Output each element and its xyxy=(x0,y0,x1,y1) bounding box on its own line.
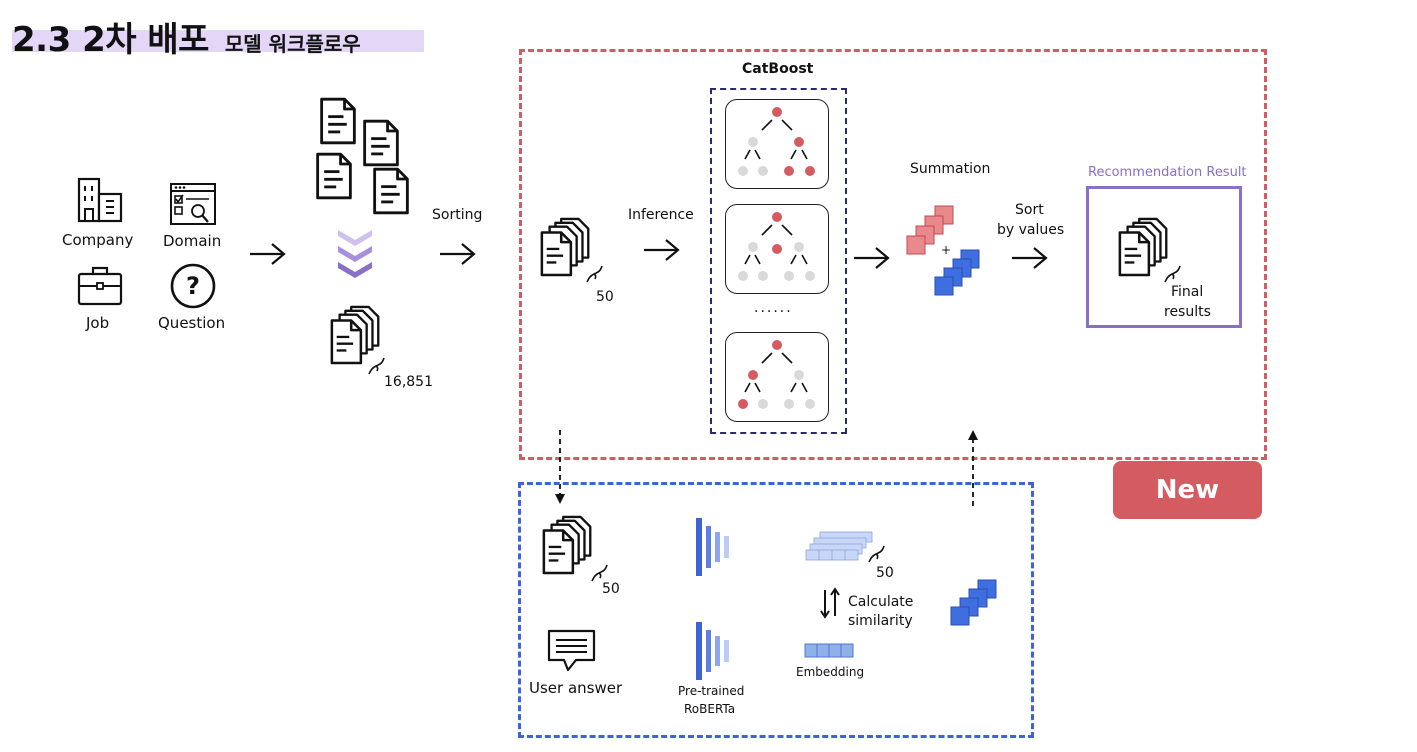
dashed-arrow-up xyxy=(968,430,978,506)
recommendation-result-title: Recommendation Result xyxy=(1088,165,1247,180)
final-results-line2: results xyxy=(1164,304,1211,320)
brace-icon xyxy=(1162,264,1182,284)
recommendation-result-box xyxy=(1086,186,1242,328)
new-model-region xyxy=(519,49,1267,460)
similarity-region xyxy=(518,482,1034,738)
document-icon xyxy=(314,152,354,200)
catboost-title: CatBoost xyxy=(742,61,814,77)
job-label: Job xyxy=(86,314,110,332)
svg-text:?: ? xyxy=(186,272,200,300)
user-answer-label: User answer xyxy=(529,679,623,697)
final-results-line1: Final xyxy=(1171,284,1204,300)
document-icon xyxy=(361,119,401,167)
more-trees-ellipsis: ...... xyxy=(754,300,793,316)
embedding-vector-icon xyxy=(804,643,854,658)
encoder-icon xyxy=(696,622,729,680)
decision-tree-card xyxy=(725,99,829,189)
arrow-right-icon xyxy=(1010,246,1050,270)
brace-icon xyxy=(584,264,604,284)
arrow-right-icon xyxy=(438,242,478,266)
decision-tree-icon xyxy=(738,340,815,409)
svg-text:+: + xyxy=(941,243,951,257)
lower-count: 50 xyxy=(602,581,620,597)
sorting-label: Sorting xyxy=(432,207,483,223)
new-badge: New xyxy=(1113,461,1262,519)
document-icon xyxy=(371,167,411,215)
brace-icon xyxy=(366,356,386,376)
chat-bubble-icon xyxy=(547,629,596,672)
summation-label: Summation xyxy=(910,161,991,177)
sort-label-2: by values xyxy=(997,222,1065,238)
inference-label: Inference xyxy=(628,207,694,223)
summation-blocks-icon: + xyxy=(906,205,980,296)
embedding-label: Embedding xyxy=(796,665,865,679)
decision-tree-card xyxy=(725,332,829,422)
briefcase-icon xyxy=(77,266,123,306)
page-subtitle: 모델 워크플로우 xyxy=(224,32,361,56)
model-label-1: Pre-trained xyxy=(678,684,745,698)
model-label-2: RoBERTa xyxy=(684,702,736,716)
brace-icon xyxy=(866,544,886,564)
company-icon xyxy=(77,177,123,223)
swap-arrows-icon xyxy=(820,587,840,619)
chevrons-down-icon xyxy=(338,230,372,278)
arrow-right-icon xyxy=(852,246,892,270)
domain-icon xyxy=(170,183,216,225)
sort-label-1: Sort xyxy=(1015,202,1044,218)
question-label: Question xyxy=(158,314,226,332)
similarity-blocks-icon xyxy=(950,579,997,626)
decision-tree-icon xyxy=(738,212,815,281)
catboost-box: ...... xyxy=(710,88,847,434)
brace-icon xyxy=(589,563,609,583)
question-icon: ? xyxy=(170,263,216,309)
calculate-label-1: Calculate xyxy=(848,594,914,610)
document-icon xyxy=(318,97,358,145)
total-count: 16,851 xyxy=(384,374,433,390)
embedding-count: 50 xyxy=(876,565,894,581)
top-count: 50 xyxy=(596,289,614,305)
arrow-right-icon xyxy=(642,238,682,262)
embedding-stack-icon xyxy=(805,531,873,561)
arrow-right-icon xyxy=(248,242,288,266)
decision-tree-card xyxy=(725,204,829,294)
title-highlight xyxy=(12,30,424,52)
decision-tree-icon xyxy=(738,107,815,176)
dashed-arrow-down xyxy=(555,430,565,504)
encoder-icon xyxy=(696,518,729,576)
domain-label: Domain xyxy=(163,232,222,250)
calculate-label-2: similarity xyxy=(848,613,913,629)
page-header: 2.3 2차 배포 모델 워크플로우 xyxy=(12,12,424,61)
page-title: 2.3 2차 배포 xyxy=(12,20,209,60)
company-label: Company xyxy=(62,231,134,249)
